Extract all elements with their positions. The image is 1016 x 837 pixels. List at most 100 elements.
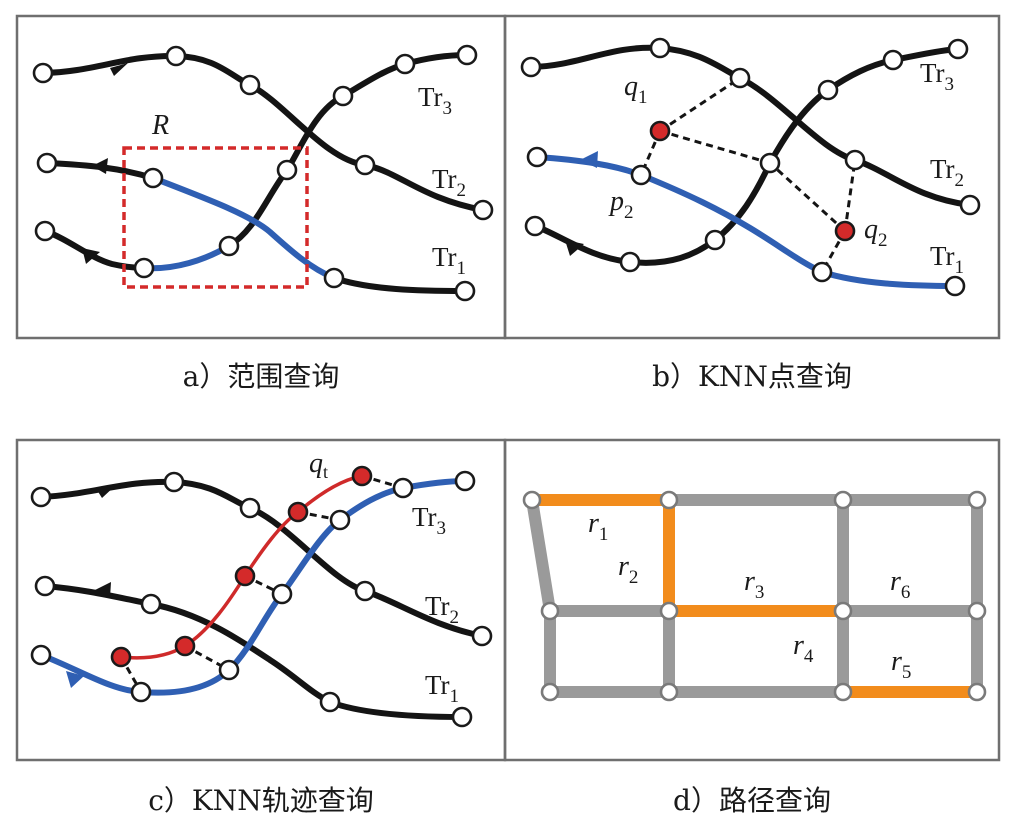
panel-b-dash xyxy=(659,129,771,165)
caption-c: c）KNN轨迹查询 xyxy=(148,784,374,817)
panel-b-node xyxy=(817,79,839,101)
panel-c-node xyxy=(392,477,414,499)
panel-a-tr3-line xyxy=(40,52,486,213)
panel-b-dash xyxy=(659,76,741,133)
panel-b-node xyxy=(811,261,833,283)
panel-a-node xyxy=(394,53,416,75)
panel-b-label-tr2: Tr2 xyxy=(930,154,964,191)
panel-b-node xyxy=(944,275,966,297)
panel-a-tr2-arrow-icon xyxy=(92,158,108,174)
panel-a-tr1-arrow-icon xyxy=(82,248,100,264)
panel-c-tr3-arrow-icon xyxy=(97,485,116,498)
panel-c-node xyxy=(471,625,493,647)
panel-d-label-r2: r2 xyxy=(618,551,638,588)
panel-d-label-r3: r3 xyxy=(744,566,764,603)
panel-a-label-tr3-base: Tr xyxy=(418,82,443,112)
panel-c-query-node xyxy=(351,465,373,487)
panel-b-blue-arrow-icon xyxy=(580,151,598,168)
panel-a-label-tr1: Tr1 xyxy=(432,242,466,279)
panel-a-label-tr3: Tr3 xyxy=(418,82,452,119)
panel-b-node xyxy=(524,215,546,237)
panel-a-node xyxy=(323,267,345,289)
panel-c-label-tr1-base: Tr xyxy=(425,670,450,700)
panel-a-label-tr2-base: Tr xyxy=(432,164,457,194)
panel-c-label-tr3-sub: 3 xyxy=(437,518,447,539)
panel-a-node xyxy=(276,159,298,181)
panel-b-label-tr1-base: Tr xyxy=(930,241,955,271)
panel-c-query-node xyxy=(110,646,132,668)
panel-d-node xyxy=(833,601,853,621)
panel-d-label-r5: r5 xyxy=(891,646,911,683)
panel-b-node xyxy=(630,164,652,186)
panel-b-label-tr1-sub: 1 xyxy=(955,257,965,278)
panel-b-tr-blue-line xyxy=(534,154,958,289)
panel-b-query-point-q1 xyxy=(649,120,671,142)
panel-b-node xyxy=(520,56,542,78)
panel-b-label-q2-base: q xyxy=(864,214,878,245)
panel-b-label-tr3-sub: 3 xyxy=(945,74,955,95)
panel-d-label-r1-sub: 1 xyxy=(599,524,609,545)
panel-a-label-tr1-sub: 1 xyxy=(457,258,467,279)
panel-c-node xyxy=(271,583,293,605)
panel-a-label-tr3-sub: 3 xyxy=(443,98,453,119)
panel-a-tr-blue-lower xyxy=(141,243,232,272)
panel-b-tr3-line xyxy=(528,44,973,208)
panel-b-label-p2-base: p xyxy=(608,186,624,217)
panel-d-label-r3-sub: 3 xyxy=(755,582,765,603)
panel-c-label-qt-sub: t xyxy=(323,462,328,482)
panel-d-node xyxy=(659,490,679,510)
panel-b-label-q2-sub: 2 xyxy=(878,230,888,251)
panel-b-label-p2-sub: 2 xyxy=(624,202,634,223)
panel-d-label-r4-base: r xyxy=(793,630,804,661)
panel-a-range-query: R Tr3 Tr2 Tr1 xyxy=(15,14,507,340)
panel-d-node xyxy=(967,490,987,510)
panel-b-frame xyxy=(503,14,1001,340)
caption-b: b）KNN点查询 xyxy=(652,360,852,393)
panel-c-query-node xyxy=(287,501,309,523)
panel-a-node xyxy=(36,152,58,174)
panel-a-tr2-tail xyxy=(331,275,468,294)
panel-c-node xyxy=(239,497,261,519)
panel-a-label-tr2: Tr2 xyxy=(432,164,466,201)
panel-d-node xyxy=(540,682,560,702)
panel-d-node xyxy=(659,682,679,702)
panel-d-label-r4-sub: 4 xyxy=(804,646,814,667)
panel-d-node xyxy=(522,490,542,510)
panel-b-node xyxy=(882,49,904,71)
panel-c-query-node xyxy=(234,565,256,587)
panel-a-node xyxy=(142,167,164,189)
panel-d-road xyxy=(526,494,556,617)
panel-c-label-qt: qt xyxy=(309,448,328,482)
panel-b-node xyxy=(704,229,726,251)
panel-c-blue-arrow-icon xyxy=(66,671,84,688)
panel-d-label-r2-sub: 2 xyxy=(629,567,639,588)
panel-d-label-r2-base: r xyxy=(618,551,629,582)
panel-a-label-tr1-base: Tr xyxy=(432,242,457,272)
panel-b-node xyxy=(619,251,641,273)
panel-b-node xyxy=(947,38,969,60)
panel-d-label-r4: r4 xyxy=(793,630,814,667)
panel-a-tr2-blue-segment xyxy=(150,175,337,281)
caption-d: d）路径查询 xyxy=(673,784,831,817)
panel-a-node xyxy=(354,154,376,176)
panel-a-tr3-arrow-icon xyxy=(110,63,128,76)
panel-b-node xyxy=(526,146,548,168)
panel-a-node xyxy=(32,62,54,84)
panel-d-label-r6-sub: 6 xyxy=(901,582,911,603)
panel-b-query-point-q2 xyxy=(834,220,856,242)
panel-d-route-query: r1 r2 r3 r4 r5 r6 xyxy=(503,438,1001,762)
panel-b-knn-point-query: q1 q2 p2 Tr3 Tr2 Tr1 xyxy=(503,14,1001,340)
panel-a-node xyxy=(239,74,261,96)
panel-a-node xyxy=(218,235,240,257)
panel-c-label-tr1-sub: 1 xyxy=(450,686,460,707)
panel-d-label-r6-base: r xyxy=(890,566,901,597)
panel-b-node xyxy=(729,67,751,89)
panel-c-node xyxy=(319,691,341,713)
panel-d-label-r5-sub: 5 xyxy=(902,662,912,683)
panel-b-label-q1-sub: 1 xyxy=(638,87,648,108)
panel-d-label-r1: r1 xyxy=(588,508,608,545)
panel-b-node xyxy=(959,194,981,216)
panel-a-range-box xyxy=(122,146,309,289)
panel-b-label-tr3: Tr3 xyxy=(920,58,954,95)
panel-d-node xyxy=(540,601,560,621)
